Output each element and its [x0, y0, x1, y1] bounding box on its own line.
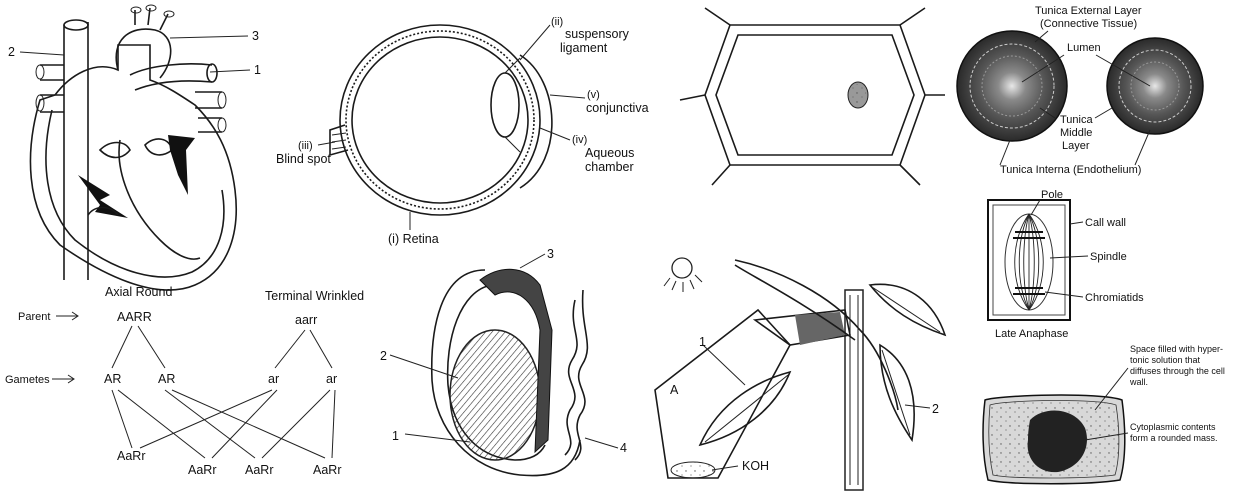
eye-label-ligament: ligament	[560, 41, 608, 55]
blood-vessels-diagram: Tunica External Layer (Connective Tissue…	[956, 5, 1204, 176]
vessel-label-tunica: Tunica	[1060, 114, 1093, 126]
plant-label-1: 1	[699, 335, 706, 349]
anaphase-caption: Late Anaphase	[995, 328, 1068, 340]
eye-label-chamber: chamber	[585, 160, 634, 174]
eye-label-aqueous: Aqueous	[585, 146, 634, 160]
vessel-label-tunica-interna: Tunica Interna (Endothelium)	[1000, 164, 1141, 176]
cross-parent-left: AARR	[117, 310, 152, 324]
cross-header-axial-round: Axial Round	[105, 285, 172, 299]
vessel-label-lumen: Lumen	[1067, 42, 1101, 54]
anaphase-label-pole: Pole	[1041, 189, 1063, 201]
cross-parent-right: aarr	[295, 313, 317, 327]
eye-label-conjunctiva: conjunctiva	[586, 101, 649, 115]
plant-label-2: 2	[932, 402, 939, 416]
offspring-1: AaRr	[117, 449, 145, 463]
heart-leader-1	[209, 69, 251, 73]
plant-cell-diagram	[679, 7, 945, 186]
anaphase-diagram: Pole Call wall Spindle Chromiatids Late …	[987, 189, 1144, 340]
vessel-label-middle: Middle	[1060, 127, 1092, 139]
offspring-3: AaRr	[245, 463, 273, 477]
gametes-arrow	[52, 374, 75, 384]
offspring-4: AaRr	[313, 463, 341, 477]
eye-diagram: (ii) suspensory ligament (v) conjunctiva…	[276, 16, 649, 246]
plasmolysis-note-2: tonic solution that	[1130, 355, 1201, 365]
vessel-label-connective: (Connective Tissue)	[1040, 18, 1137, 30]
plant-label-a: A	[670, 383, 679, 397]
plasmolysis-diagram: Space filled with hyper- tonic solution …	[982, 344, 1225, 485]
testis-diagram: 3 2 1 4	[380, 247, 627, 477]
testis-label-4: 4	[620, 441, 627, 455]
spindle-fibres	[1014, 213, 1044, 311]
plasmolysis-note-1: Space filled with hyper-	[1130, 344, 1223, 354]
eye-label-iv: (iv)	[572, 134, 587, 146]
anaphase-label-chromatids: Chromiatids	[1085, 292, 1144, 304]
cross-lines	[111, 325, 336, 459]
gamete-4: ar	[326, 372, 337, 386]
heart-label-2: 2	[8, 45, 15, 59]
cross-gametes-label: Gametes	[5, 374, 50, 386]
eye-label-iii: (iii)	[298, 140, 313, 152]
anaphase-label-spindle: Spindle	[1090, 251, 1127, 263]
vessel-label-tunica-external: Tunica External Layer	[1035, 5, 1142, 17]
heart-leader-2	[19, 51, 65, 56]
testis-label-2: 2	[380, 349, 387, 363]
dihybrid-cross: Axial Round Terminal Wrinkled Parent AAR…	[5, 285, 364, 477]
parent-arrow	[56, 311, 79, 321]
vessel-label-layer: Layer	[1062, 140, 1090, 152]
anaphase-label-cell-wall: Call wall	[1085, 217, 1126, 229]
plant-experiment-diagram: 1 A 2 KOH	[654, 257, 947, 491]
plasmolysis-note-3: diffuses through the cell	[1130, 366, 1225, 376]
cross-parent-label: Parent	[18, 311, 50, 323]
heart-label-3: 3	[252, 29, 259, 43]
testis-label-3: 3	[547, 247, 554, 261]
plasmolysis-note-4: wall.	[1129, 377, 1148, 387]
cross-header-terminal-wrinkled: Terminal Wrinkled	[265, 289, 364, 303]
heart-leader-3	[169, 35, 249, 39]
eye-label-ii: (ii)	[551, 16, 563, 28]
eye-label-suspensory: suspensory	[565, 27, 630, 41]
gamete-1: AR	[104, 372, 121, 386]
testis-label-1: 1	[392, 429, 399, 443]
eye-label-retina: (i) Retina	[388, 232, 439, 246]
plant-label-koh: KOH	[742, 459, 769, 473]
offspring-2: AaRr	[188, 463, 216, 477]
eye-label-blind-spot: Blind spot	[276, 152, 331, 166]
eye-label-v: (v)	[587, 89, 600, 101]
heart-diagram: 2 3 1	[8, 4, 261, 291]
gamete-2: AR	[158, 372, 175, 386]
heart-label-1: 1	[254, 63, 261, 77]
plasmolysis-cyto-1: Cytoplasmic contents	[1130, 422, 1216, 432]
gamete-3: ar	[268, 372, 279, 386]
plasmolysis-cyto-2: form a rounded mass.	[1130, 433, 1218, 443]
